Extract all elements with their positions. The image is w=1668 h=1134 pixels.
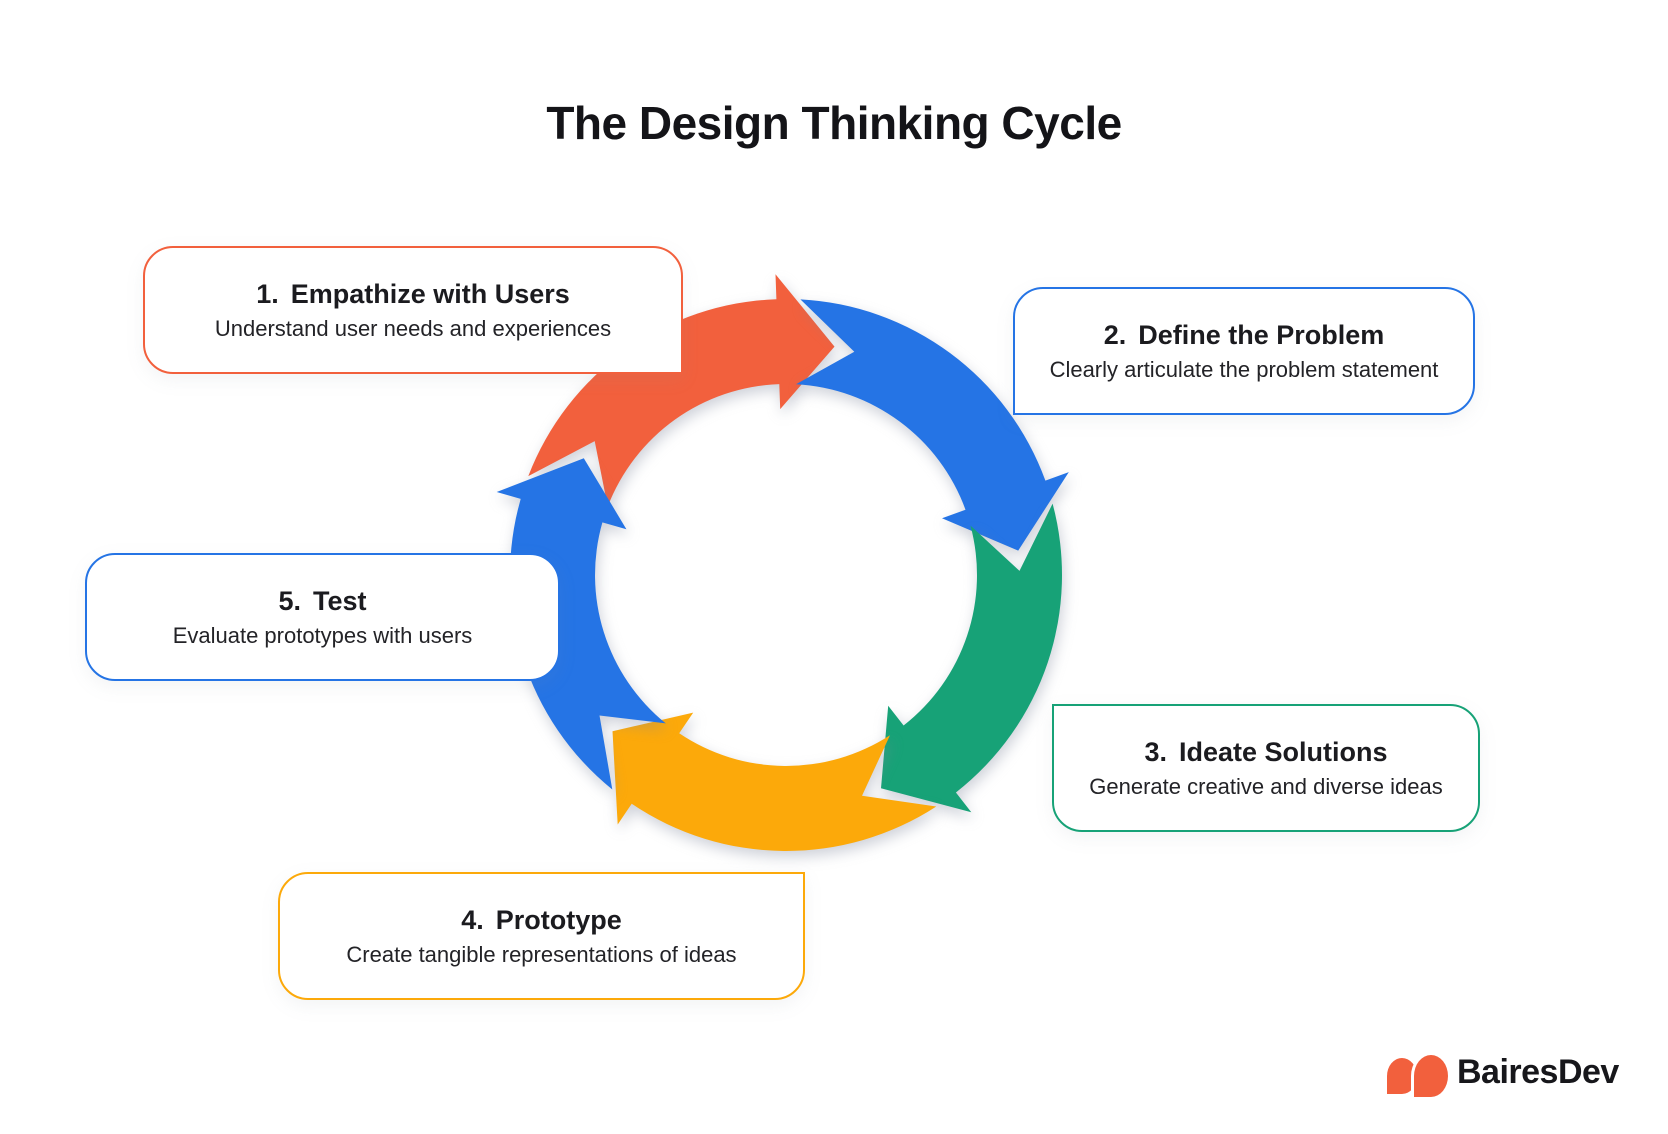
step-heading: 1. Empathize with Users [256, 278, 570, 309]
cycle-arrow-test [496, 458, 666, 790]
bairesdev-logo-icon [1385, 1048, 1451, 1100]
step-heading: 4. Prototype [461, 904, 622, 935]
step-card-empathize: 1. Empathize with Users Understand user … [143, 246, 683, 374]
page-title: The Design Thinking Cycle [546, 97, 1122, 149]
step-number: 4. [461, 904, 484, 935]
step-title-text: Prototype [495, 904, 622, 935]
step-subtitle: Create tangible representations of ideas [346, 941, 737, 967]
step-card-ideate: 3. Ideate Solutions Generate creative an… [1052, 704, 1480, 832]
brand-logo: BairesDev [1385, 1046, 1619, 1100]
step-number: 5. [278, 585, 301, 616]
step-card-prototype: 4. Prototype Create tangible representat… [278, 872, 805, 1000]
cycle-arrow-prototype [612, 712, 937, 851]
step-subtitle: Clearly articulate the problem statement [1049, 356, 1439, 382]
step-heading: 5. Test [278, 585, 367, 616]
step-number: 1. [256, 278, 279, 309]
brand-logo-text: BairesDev [1457, 1052, 1619, 1091]
step-number: 2. [1103, 319, 1127, 350]
step-card-test: 5. Test Evaluate prototypes with users [85, 553, 560, 681]
step-heading: 3. Ideate Solutions [1144, 736, 1388, 767]
step-heading: 2. Define the Problem [1103, 319, 1385, 350]
step-title-text: Define the Problem [1138, 319, 1385, 350]
cycle-arrow-ideate [881, 503, 1062, 813]
step-title-text: Ideate Solutions [1179, 736, 1388, 767]
step-title-text: Test [313, 585, 367, 616]
step-subtitle: Understand user needs and experiences [214, 315, 612, 341]
step-card-define: 2. Define the Problem Clearly articulate… [1013, 287, 1475, 415]
step-subtitle: Evaluate prototypes with users [172, 622, 473, 648]
step-title-text: Empathize with Users [290, 278, 570, 309]
step-number: 3. [1144, 736, 1167, 767]
step-subtitle: Generate creative and diverse ideas [1089, 773, 1443, 799]
cycle-arrow-empathize [528, 274, 835, 507]
cycle-arrow-define [796, 299, 1069, 551]
logo-petal-icon [1411, 1052, 1451, 1100]
